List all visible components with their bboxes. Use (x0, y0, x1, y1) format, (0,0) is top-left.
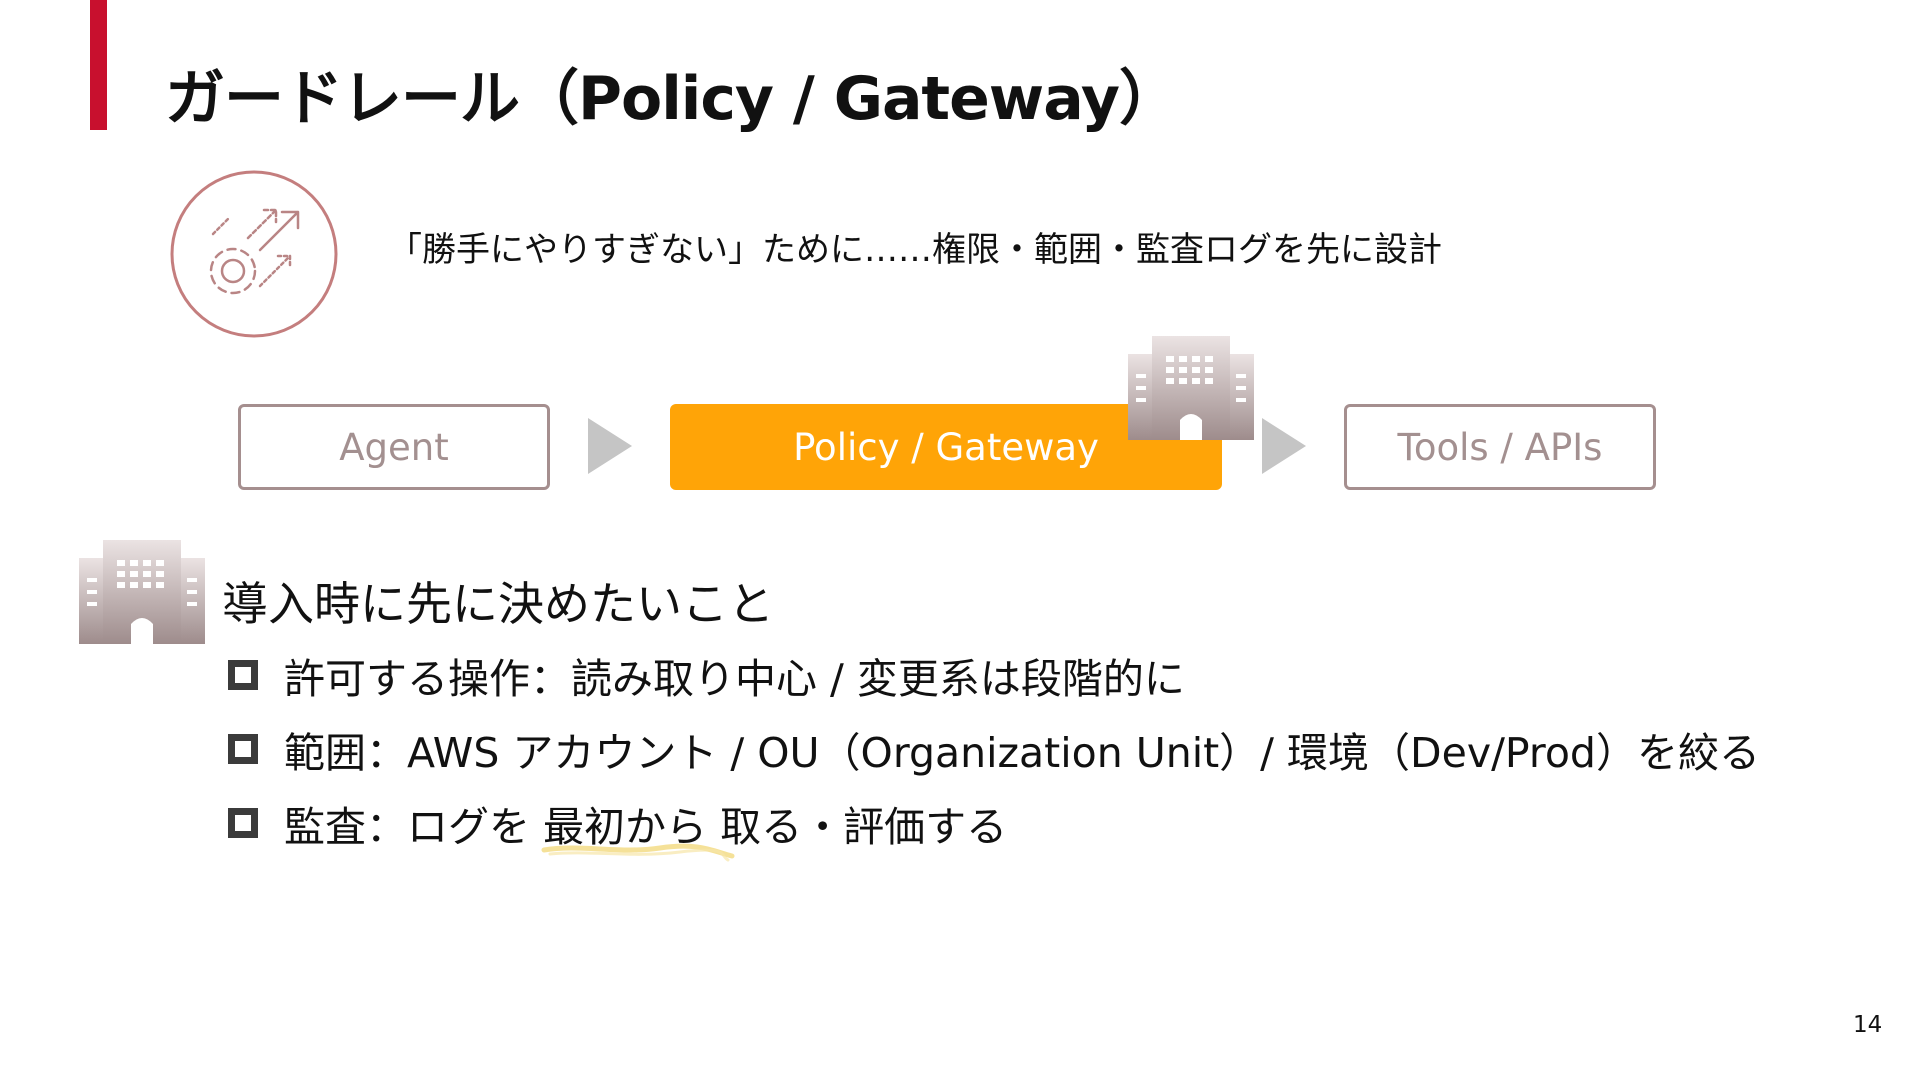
bullet-text: 監査：ログを 最初から 取る・評価する (284, 803, 1008, 851)
highlight-underline (541, 843, 735, 862)
slide-subtitle: 「勝手にやりすぎない」ために……権限・範囲・監査ログを先に設計 (388, 230, 1442, 270)
bullet-item: 許可する操作：読み取り中心 / 変更系は段階的に (228, 645, 1185, 705)
agent-box: Agent (238, 404, 550, 490)
office-building-icon (1128, 336, 1254, 440)
bullet-text: 許可する操作：読み取り中心 / 変更系は段階的に (284, 655, 1185, 703)
bullet-item: 範囲：AWS アカウント / OU（Organization Unit）/ 環境… (228, 719, 1760, 779)
triangle-right-icon (588, 418, 632, 474)
title-accent-bar (90, 0, 107, 130)
triangle-right-icon (1262, 418, 1306, 474)
checkbox-icon (228, 734, 258, 764)
tools-apis-box: Tools / APIs (1344, 404, 1656, 490)
office-building-icon (79, 540, 205, 644)
gear-with-arrows-icon (170, 170, 338, 338)
bullet-item: 監査：ログを 最初から 取る・評価する (228, 793, 1007, 853)
page-number: 14 (1853, 1012, 1883, 1038)
policy-gateway-label: Policy / Gateway (793, 425, 1099, 469)
section-heading: 導入時に先に決めたいこと (222, 577, 774, 631)
checkbox-icon (228, 808, 258, 838)
agent-label: Agent (339, 425, 449, 469)
checkbox-icon (228, 660, 258, 690)
bullet-text: 範囲：AWS アカウント / OU（Organization Unit）/ 環境… (284, 729, 1760, 777)
slide-title: ガードレール（Policy / Gateway） (165, 64, 1179, 134)
tools-apis-label: Tools / APIs (1397, 425, 1603, 469)
